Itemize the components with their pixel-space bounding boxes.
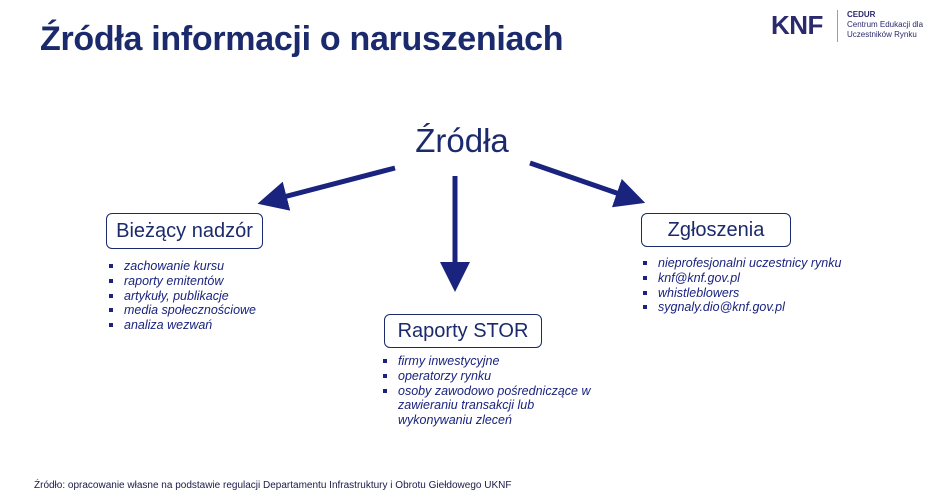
list-raporty-stor: firmy inwestycyjne operatorzy rynku osob…	[380, 354, 610, 428]
logo-mark: KNF	[771, 10, 823, 40]
arrow-right	[529, 160, 646, 208]
logo-divider	[837, 10, 838, 42]
list-biezacy-nadzor: zachowanie kursu raporty emitentów artyk…	[106, 259, 256, 333]
list-item: sygnaly.dio@knf.gov.pl	[640, 300, 841, 315]
list-item: whistleblowers	[640, 286, 841, 301]
node-biezacy-nadzor: Bieżący nadzór	[106, 213, 263, 249]
list-item: osoby zawodowo pośredniczące w zawierani…	[380, 384, 610, 428]
root-node: Źródła	[415, 122, 509, 159]
list-item: artykuły, publikacje	[106, 289, 256, 304]
list-zgloszenia: nieprofesjonalni uczestnicy rynku knf@kn…	[640, 256, 841, 315]
list-item: zachowanie kursu	[106, 259, 256, 274]
logo-line-1: CEDUR	[847, 10, 876, 19]
node-zgloszenia: Zgłoszenia	[641, 213, 791, 247]
list-item: knf@knf.gov.pl	[640, 271, 841, 286]
page-title: Źródła informacji o naruszeniach	[40, 20, 564, 58]
node-raporty-stor: Raporty STOR	[384, 314, 542, 348]
list-item: operatorzy rynku	[380, 369, 610, 384]
list-item: media społecznościowe	[106, 303, 256, 318]
list-item: nieprofesjonalni uczestnicy rynku	[640, 256, 841, 271]
source-footnote: Źródło: opracowanie własne na podstawie …	[34, 480, 512, 491]
list-item: analiza wezwań	[106, 318, 256, 333]
list-item: raporty emitentów	[106, 274, 256, 289]
logo-line-2: Centrum Edukacji dla	[847, 20, 924, 29]
arrow-left	[257, 165, 396, 211]
list-item: firmy inwestycyjne	[380, 354, 610, 369]
logo-text: CEDUR Centrum Edukacji dla Uczestników R…	[847, 10, 923, 40]
logo-line-3: Uczestników Rynku	[847, 30, 917, 39]
